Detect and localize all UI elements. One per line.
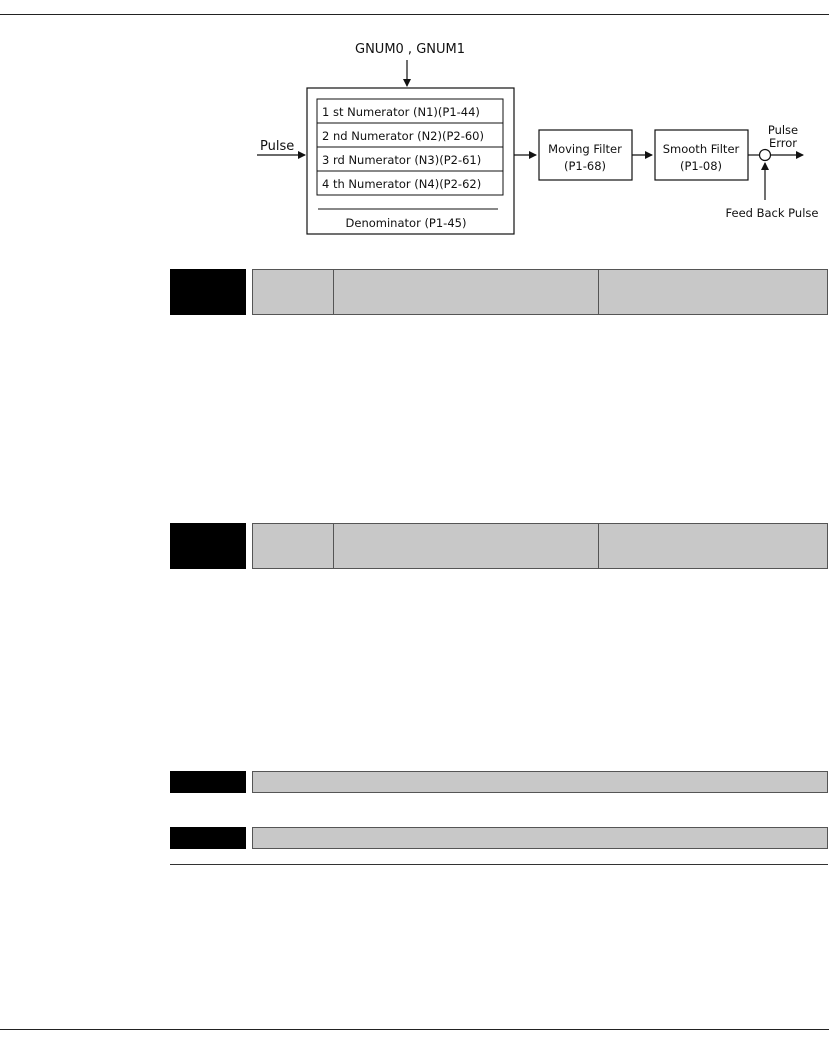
numerator-label-2: 2 nd Numerator (N2)(P2-60) <box>322 129 484 143</box>
parameter-cell-3 <box>599 270 827 314</box>
numerator-cell-2 <box>316 122 504 148</box>
parameter-cell-2 <box>334 270 599 314</box>
gear-select-label: GNUM0 , GNUM1 <box>355 42 465 57</box>
parameter-bar-row-1 <box>170 771 828 793</box>
pulse-error-label-2: Error <box>769 136 797 150</box>
numerator-label-3: 3 rd Numerator (N3)(P2-61) <box>322 153 481 167</box>
parameter-code-cell <box>170 269 246 315</box>
numerator-label-4: 4 th Numerator (N4)(P2-62) <box>322 177 481 191</box>
smooth-filter-param: (P1-08) <box>680 159 722 173</box>
parameter-info-cells <box>252 269 828 315</box>
moving-filter-param: (P1-68) <box>564 159 606 173</box>
parameter-cell-1 <box>253 524 334 568</box>
section-divider <box>170 864 828 865</box>
parameter-bar-code <box>170 827 246 849</box>
numerator-cell-4 <box>316 170 504 196</box>
parameter-header-row-1 <box>170 269 828 315</box>
header-rule <box>0 14 829 15</box>
parameter-bar-field <box>252 827 828 849</box>
parameter-cell-1 <box>253 270 334 314</box>
parameter-code-cell <box>170 523 246 569</box>
smooth-filter-label: Smooth Filter <box>663 142 740 156</box>
gear-ratio-block-diagram: GNUM0 , GNUM1 Pulse 1 st Numerator (N1)(… <box>257 42 819 235</box>
summing-junction <box>758 148 772 162</box>
parameter-header-row-2 <box>170 523 828 569</box>
pulse-error-label: Pulse <box>768 123 798 137</box>
parameter-bar-code <box>170 771 246 793</box>
moving-filter-label: Moving Filter <box>548 142 622 156</box>
pulse-input-label: Pulse <box>260 139 294 154</box>
parameter-cell-2 <box>334 524 599 568</box>
numerator-cell-1 <box>316 98 504 124</box>
feedback-label: Feed Back Pulse <box>726 206 819 220</box>
moving-filter-box <box>538 129 633 181</box>
parameter-info-cells <box>252 523 828 569</box>
parameter-cell-3 <box>599 524 827 568</box>
parameter-bar-field <box>252 771 828 793</box>
footer-rule <box>0 1029 829 1030</box>
parameter-bar-row-2 <box>170 827 828 849</box>
numerator-label-1: 1 st Numerator (N1)(P1-44) <box>322 105 480 119</box>
numerator-cell-3 <box>316 146 504 172</box>
denominator-label: Denominator (P1-45) <box>346 216 467 230</box>
